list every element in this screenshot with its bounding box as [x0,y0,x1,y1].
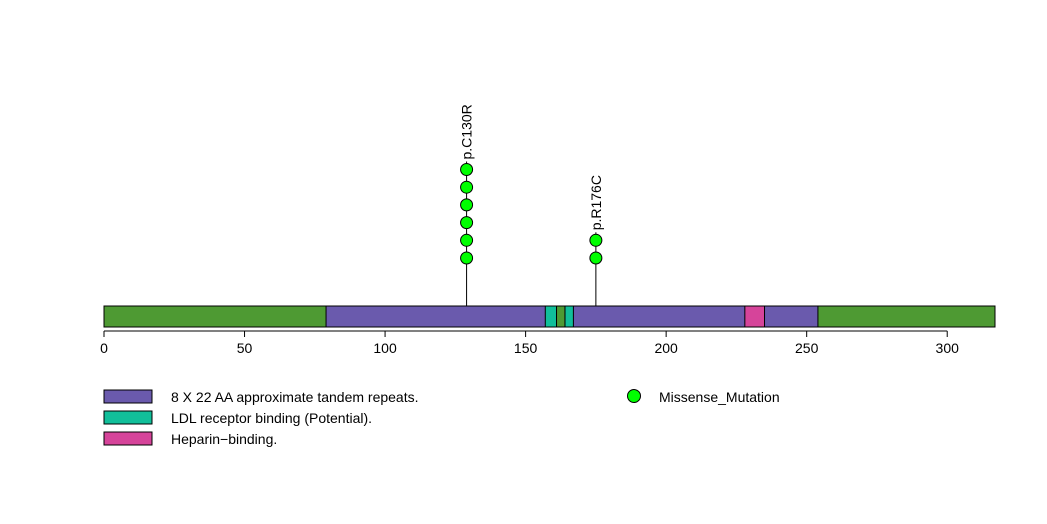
mutation-dot-0-5 [460,163,474,176]
legend-label-0: 8 X 22 AA approximate tandem repeats. [171,389,419,405]
legend-swatch-2 [103,431,153,446]
mutation-label-1: p.R176C [588,175,604,230]
legend: 8 X 22 AA approximate tandem repeats. LDL… [103,389,780,447]
mutation-dot-0-4 [460,180,474,194]
mutation-dot-0-2 [460,216,474,230]
mutation-layer: p.C130R p.R176C [459,104,604,327]
x-tick-label-1: 50 [237,340,253,356]
mutation-dot-0-3 [460,198,474,212]
x-tick-label-5: 250 [795,340,819,356]
legend-label-2: Heparin−binding. [171,431,277,447]
mutation-dot-0-0 [460,251,474,265]
x-tick-label-0: 0 [100,340,108,356]
legend-label-1: LDL receptor binding (Potential). [171,410,372,426]
domain-block-1 [544,305,558,328]
x-tick-label-3: 150 [514,340,538,356]
mutation-label-0: p.C130R [459,104,475,159]
domain-block-2 [564,305,574,328]
protein-backbone [103,305,996,328]
mutation-dot-1-1 [589,233,603,247]
x-tick-label-4: 200 [654,340,678,356]
mutation-dot-0-1 [460,233,474,247]
domain-block-3 [744,305,766,328]
legend-swatch-0 [103,389,153,404]
mutation-dot-1-0 [589,251,603,265]
backbone-gap-0 [556,305,566,328]
legend-mutation-marker-0 [627,389,641,403]
x-tick-label-6: 300 [936,340,960,356]
legend-swatch-1 [103,410,153,425]
x-tick-label-2: 100 [373,340,397,356]
x-axis: 0 50 100 150 200 250 300 [100,330,960,356]
legend-mutation-label-0: Missense_Mutation [659,389,780,405]
